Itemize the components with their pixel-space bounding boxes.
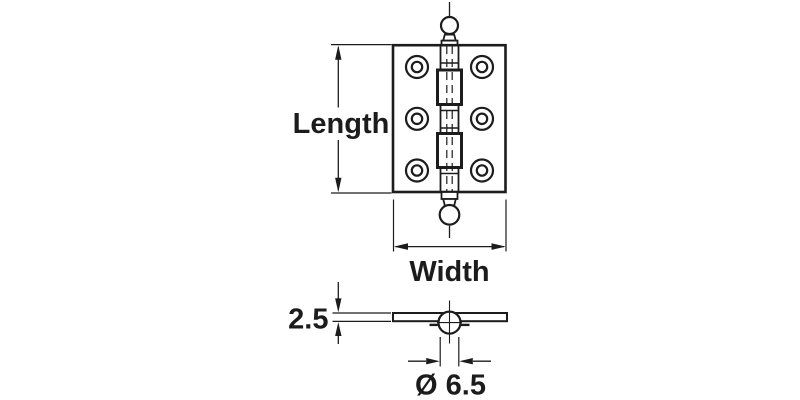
front-leaf-knuckle-lower (436, 132, 463, 169)
front-leaf-knuckle-upper (436, 68, 463, 106)
thickness-dimension: 2.5 (288, 282, 391, 344)
pin-diameter-label: Ø 6.5 (415, 370, 486, 400)
width-dimension: Width (392, 199, 507, 288)
arrowhead-right (491, 243, 506, 250)
hinge-leaf-outline (391, 43, 507, 194)
bottom-finial-ball (438, 203, 461, 226)
arrowhead-up (335, 45, 342, 60)
arrowhead-down (335, 298, 342, 313)
hinge-side-view (392, 300, 508, 344)
bottom-pin-cap (440, 191, 459, 200)
screw-holes (404, 54, 495, 183)
width-label: Width (409, 256, 489, 288)
knuckle-barrel (436, 45, 463, 192)
screw-hole-outer (469, 106, 495, 131)
arrowhead-down (335, 177, 342, 193)
screw-hole-inner (410, 112, 424, 126)
screw-hole-inner (410, 60, 424, 74)
arrowhead-up (335, 322, 342, 336)
arrowhead-left (459, 358, 473, 365)
screw-hole-inner (475, 60, 489, 74)
length-dimension: Length (293, 43, 392, 194)
screw-hole-inner (475, 164, 489, 177)
pin-diameter-dimension: Ø 6.5 (408, 337, 491, 400)
screw-hole-inner (410, 164, 424, 177)
arrowhead-right (426, 358, 440, 365)
thickness-label: 2.5 (288, 304, 328, 336)
top-finial-ball (439, 15, 460, 36)
screw-hole-outer (469, 54, 495, 80)
screw-hole-outer (404, 158, 430, 183)
hinge-front-view (391, 2, 507, 238)
length-label: Length (293, 108, 390, 140)
screw-hole-outer (404, 54, 430, 80)
screw-hole-inner (475, 112, 489, 126)
screw-hole-outer (404, 106, 430, 131)
screw-hole-outer (469, 158, 495, 183)
top-finial-neck (442, 33, 457, 42)
arrowhead-left (393, 243, 408, 250)
